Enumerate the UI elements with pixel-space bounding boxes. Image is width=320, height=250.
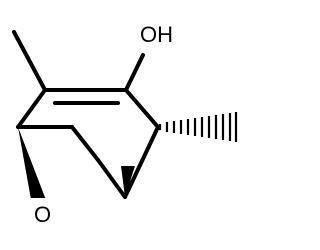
hashed-wedge-methyl: [158, 112, 238, 142]
bond-methine-to-right-bridgehead: [123, 125, 160, 199]
bond-bridge-right: [96, 158, 127, 199]
structure-canvas: O OH: [12, 18, 238, 227]
wedge-bond-left: [18, 127, 46, 205]
ring-oxygen-label: O: [34, 202, 51, 227]
bond-to-hydroxyl: [124, 53, 145, 92]
bond-alkene-to-methine: [124, 88, 160, 129]
molecule-structure: O OH: [12, 18, 238, 227]
wedge-bond-right: [121, 166, 135, 197]
bond-alkene-to-left-bridgehead: [16, 88, 47, 129]
ring-oxygen-bg: [30, 198, 58, 226]
bond-methyl-left: [12, 30, 47, 92]
hydroxyl-label: OH: [140, 22, 173, 47]
hydroxyl-bg: [136, 18, 180, 46]
bond-bridge-top: [70, 125, 100, 162]
